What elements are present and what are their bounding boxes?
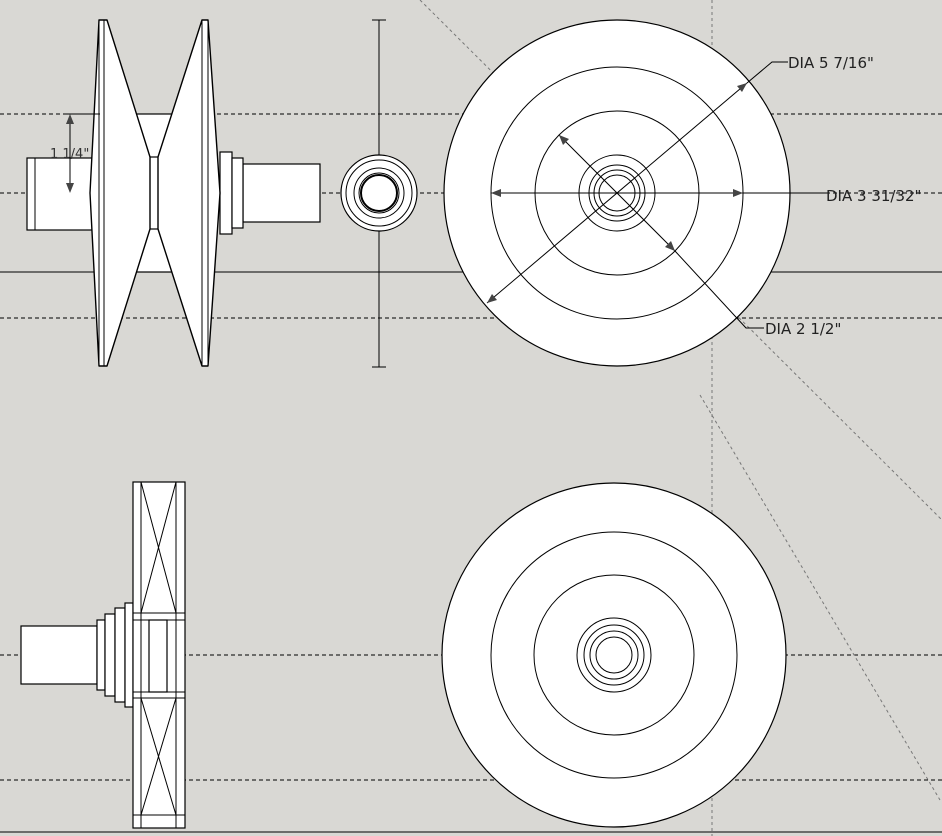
left-shaft: [26, 157, 100, 231]
bushing-bore: [360, 174, 398, 212]
dia-inner-line: [558, 134, 676, 252]
right-shaft: [242, 163, 321, 223]
bushing-end-view: [340, 19, 418, 368]
bottom-outer-rim: [441, 482, 787, 828]
hub-length-label[interactable]: 1 1/4": [50, 147, 89, 162]
pulley-front-view-bottom: [441, 482, 787, 828]
left-sheave: [89, 19, 151, 367]
dia-inner-label[interactable]: DIA 2 1/2": [765, 320, 841, 338]
right-sheave: [157, 19, 221, 367]
pulley-side-view-top: 1 1/4": [26, 19, 321, 367]
pulley-front-view-top: DIA 5 7/16" DIA 3 31/32" DIA 2 1/2": [443, 19, 921, 367]
bottom-shaft: [20, 625, 98, 685]
pulley-side-view-bottom: [20, 481, 186, 829]
dia-outer-label[interactable]: DIA 5 7/16": [788, 54, 874, 72]
guide-diagonal-bottom: [699, 394, 941, 801]
dia-middle-label[interactable]: DIA 3 31/32": [826, 187, 921, 205]
